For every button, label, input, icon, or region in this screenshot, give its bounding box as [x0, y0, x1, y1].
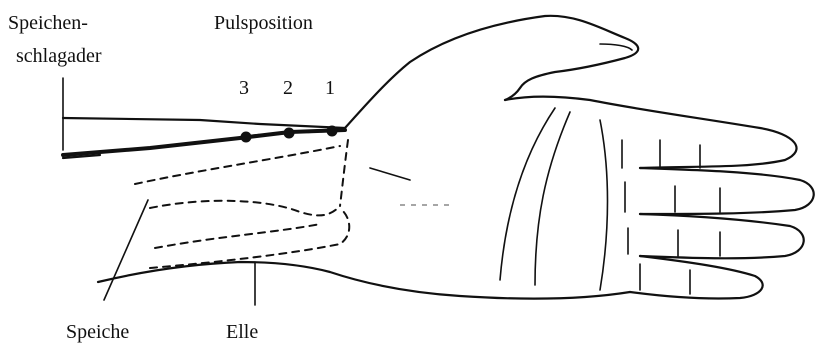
- ulna-bone-bottom-dashed: [150, 210, 349, 268]
- label-radial-artery-line1: Speichen-: [8, 12, 88, 34]
- pulse-number-2: 2: [283, 77, 293, 99]
- thumbnail: [600, 44, 632, 50]
- label-radial-artery-line2: schlagader: [16, 45, 102, 67]
- radius-bone-mid-dashed: [150, 201, 340, 216]
- forearm-top-outline: [63, 118, 345, 128]
- thumb-outline: [345, 16, 638, 128]
- middle-finger-outline: [640, 168, 814, 214]
- radius-bone-top-dashed: [135, 146, 340, 184]
- pulse-point-1: [327, 126, 338, 137]
- wrist-crease: [370, 168, 410, 180]
- forearm-bottom-outline: [98, 262, 630, 299]
- leader-line-radius: [104, 200, 148, 300]
- label-pulse-position: Pulsposition: [214, 12, 313, 34]
- label-radius: Speiche: [66, 321, 129, 343]
- pulse-number-1: 1: [325, 77, 335, 99]
- little-finger-outline: [630, 256, 763, 299]
- carpal-dashed: [340, 140, 348, 206]
- radial-artery: [63, 130, 345, 155]
- palm-crease-3: [600, 120, 608, 290]
- ring-finger-outline: [640, 214, 804, 258]
- palm-crease-1: [500, 108, 555, 280]
- pulse-point-3: [241, 132, 252, 143]
- label-ulna: Elle: [226, 321, 258, 343]
- index-finger-outline: [505, 97, 797, 168]
- palm-crease-2: [535, 112, 570, 285]
- ulna-bone-dashed: [155, 224, 320, 248]
- pulse-number-3: 3: [239, 77, 249, 99]
